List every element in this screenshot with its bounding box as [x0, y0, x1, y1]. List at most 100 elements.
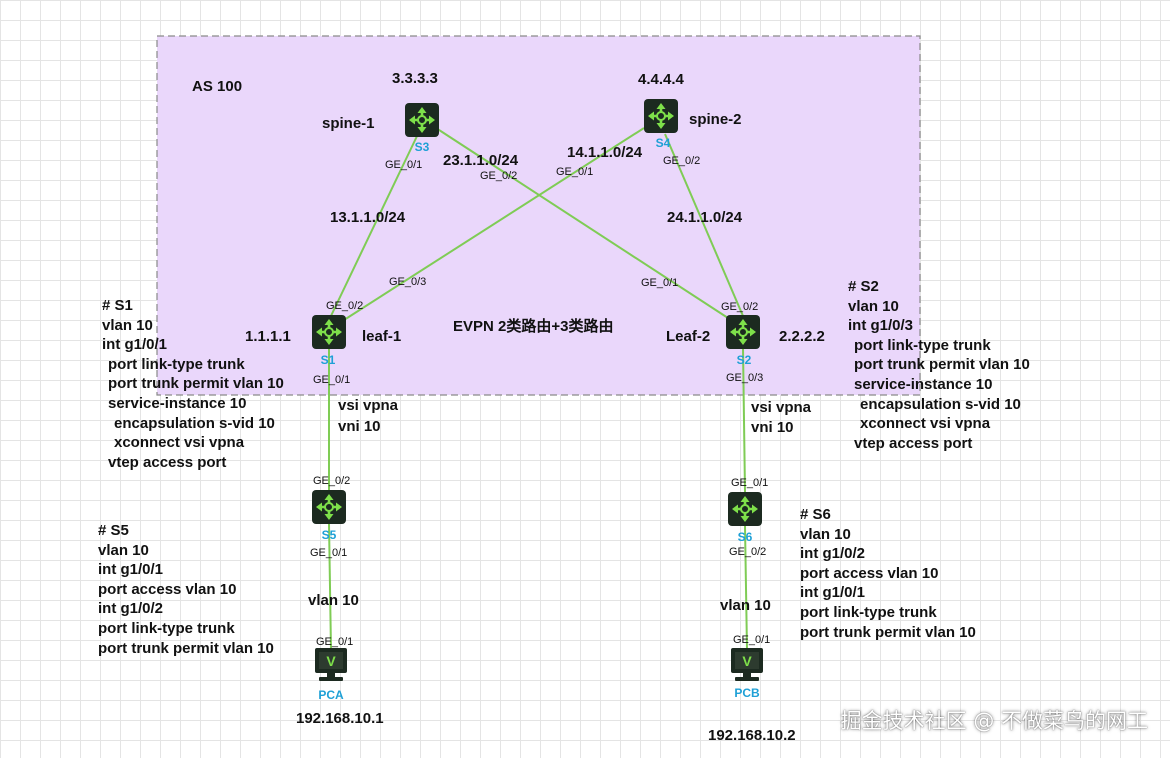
left-vlan-label: vlan 10	[308, 592, 359, 609]
name-s3: spine-1	[322, 115, 375, 132]
name-s2: Leaf-2	[666, 328, 710, 345]
name-s1: leaf-1	[362, 328, 401, 345]
right-vni-label: vni 10	[751, 419, 794, 436]
config-line: port link-type trunk	[854, 336, 991, 354]
config-line: port trunk permit vlan 10	[108, 375, 284, 393]
device-id-pcb: PCB	[734, 686, 760, 700]
port-s2-p1: GE_0/1	[641, 277, 678, 289]
port-s3-p1: GE_0/1	[385, 159, 422, 171]
pc-icon-pca[interactable]	[315, 648, 347, 681]
loopback-s4: 4.4.4.4	[638, 71, 685, 88]
ip-pca: 192.168.10.1	[296, 710, 384, 727]
config-line: vlan 10	[102, 316, 153, 334]
config-line: port trunk permit vlan 10	[854, 356, 1030, 374]
as-label: AS 100	[192, 78, 242, 95]
device-id-pca: PCA	[318, 688, 344, 702]
subnet-s3-s2: 23.1.1.0/24	[443, 152, 519, 169]
port-s3-p2: GE_0/2	[480, 170, 517, 182]
device-id-s5: S5	[322, 528, 337, 542]
config-line: xconnect vsi vpna	[860, 415, 991, 433]
config-line: service-instance 10	[108, 394, 247, 412]
config-line: port trunk permit vlan 10	[800, 623, 976, 641]
switch-icon-s1[interactable]	[310, 313, 348, 351]
link-s5-pca	[328, 523, 332, 651]
config-line: port trunk permit vlan 10	[98, 639, 274, 657]
loopback-s2: 2.2.2.2	[779, 328, 825, 345]
config-line: int g1/0/1	[98, 561, 164, 579]
right-vlan-label: vlan 10	[720, 597, 771, 614]
config-line: xconnect vsi vpna	[114, 434, 245, 452]
config-line: port link-type trunk	[800, 603, 937, 621]
port-s6-p2: GE_0/2	[729, 546, 766, 558]
config-line: vlan 10	[98, 541, 149, 559]
switch-icon-s3[interactable]	[403, 101, 441, 139]
port-s4-p2: GE_0/2	[663, 155, 700, 167]
switch-icon-s4[interactable]	[642, 97, 680, 135]
config-line: port access vlan 10	[800, 564, 939, 582]
device-id-s1: S1	[321, 353, 336, 367]
config-line: port link-type trunk	[108, 355, 245, 373]
port-s1-p1: GE_0/1	[313, 374, 350, 386]
config-line: vtep access port	[108, 453, 227, 471]
config-line: int g1/0/2	[800, 545, 866, 563]
link-s2-s6	[742, 347, 746, 493]
switch-icon-s2[interactable]	[724, 313, 762, 351]
config-line: # S1	[102, 297, 133, 314]
config-line: encapsulation s-vid 10	[114, 414, 275, 432]
device-id-s2: S2	[737, 353, 752, 367]
config-line: # S6	[800, 506, 831, 523]
loopback-s3: 3.3.3.3	[392, 70, 438, 87]
link-s4-s1	[343, 127, 645, 321]
ip-pcb: 192.168.10.2	[708, 727, 796, 744]
port-s2-p2: GE_0/2	[721, 301, 758, 313]
config-line: service-instance 10	[854, 375, 993, 393]
config-line: encapsulation s-vid 10	[860, 395, 1021, 413]
center-label: EVPN 2类路由+3类路由	[453, 317, 613, 335]
config-line: port link-type trunk	[98, 619, 235, 637]
port-pca-p1: GE_0/1	[316, 636, 353, 648]
port-s1-p3: GE_0/3	[389, 276, 426, 288]
port-s4-p1: GE_0/1	[556, 166, 593, 178]
config-line: int g1/0/3	[848, 317, 914, 335]
port-s6-p1: GE_0/1	[731, 477, 768, 489]
switch-icon-s5[interactable]	[310, 488, 348, 526]
link-s6-pcb	[744, 525, 748, 651]
link-s4-s2	[664, 133, 744, 317]
config-line: # S2	[848, 278, 879, 295]
subnet-s3-s1: 13.1.1.0/24	[330, 209, 406, 226]
left-vsi-label: vsi vpna	[338, 397, 399, 414]
device-id-s6: S6	[738, 530, 753, 544]
watermark: 掘金技术社区 @ 不做菜鸟的网工	[840, 709, 1148, 733]
config-line: vtep access port	[854, 434, 973, 452]
subnet-s4-s1: 14.1.1.0/24	[567, 144, 643, 161]
name-s4: spine-2	[689, 111, 742, 128]
loopback-s1: 1.1.1.1	[245, 328, 291, 345]
left-vni-label: vni 10	[338, 418, 381, 435]
subnet-s4-s2: 24.1.1.0/24	[667, 209, 743, 226]
config-line: # S5	[98, 522, 129, 539]
pc-icon-pcb[interactable]	[731, 648, 763, 681]
port-s5-p2: GE_0/2	[313, 475, 350, 487]
link-s3-s1	[329, 133, 419, 319]
switch-icon-s6[interactable]	[726, 490, 764, 528]
config-line: int g1/0/1	[800, 584, 866, 602]
config-line: port access vlan 10	[98, 580, 237, 598]
port-s2-p3: GE_0/3	[726, 372, 763, 384]
config-line: int g1/0/1	[102, 336, 168, 354]
config-line: vlan 10	[800, 525, 851, 543]
device-id-s4: S4	[656, 136, 671, 150]
device-id-s3: S3	[415, 140, 430, 154]
right-vsi-label: vsi vpna	[751, 399, 812, 416]
port-s1-p2: GE_0/2	[326, 300, 363, 312]
as-boundary	[156, 35, 921, 396]
port-pcb-p1: GE_0/1	[733, 634, 770, 646]
port-s5-p1: GE_0/1	[310, 547, 347, 559]
config-line: int g1/0/2	[98, 600, 164, 618]
config-line: vlan 10	[848, 297, 899, 315]
links	[328, 127, 748, 651]
